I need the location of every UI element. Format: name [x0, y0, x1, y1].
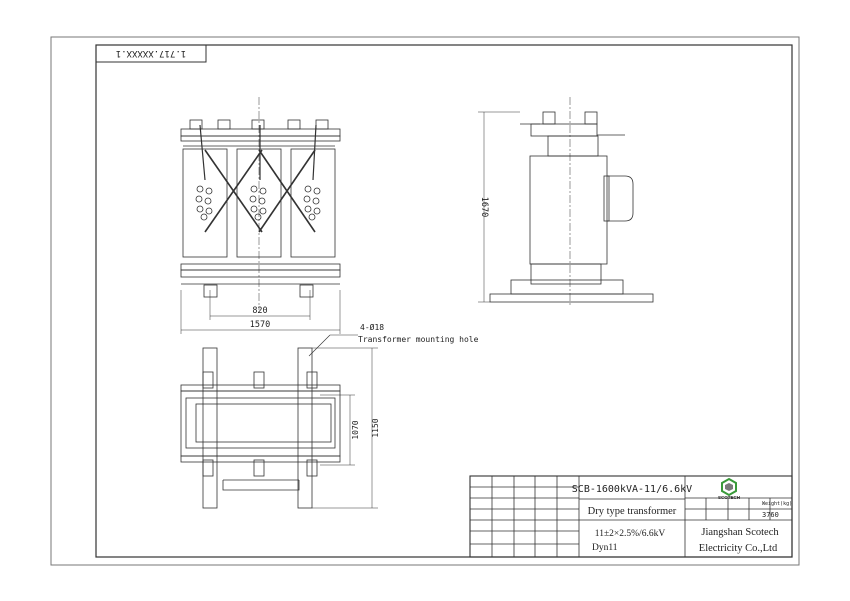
- dim-1670: 1670: [479, 197, 489, 217]
- terminal-circle: [313, 187, 321, 195]
- hole-label: Transformer mounting hole: [358, 335, 479, 344]
- front-terminal-circles: [195, 185, 321, 221]
- top-view-bushings: [202, 371, 318, 477]
- terminal-circle: [258, 197, 266, 205]
- terminal-circle: [195, 195, 203, 203]
- dim-1150: 1150: [371, 418, 380, 437]
- bushing: [202, 459, 214, 477]
- terminal-circle: [303, 195, 311, 203]
- logo-text: SCOTECH: [718, 495, 740, 500]
- company-name-line1: Jiangshan Scotech: [701, 527, 779, 538]
- product-name-text: Dry type transformer: [588, 506, 677, 517]
- dim-1070: 1070: [351, 420, 360, 439]
- front-view: [180, 97, 341, 334]
- terminal-circle: [259, 187, 267, 195]
- top-view: [180, 334, 378, 509]
- bushing: [306, 371, 318, 389]
- terminal-circle: [249, 195, 257, 203]
- model-text: SCB-1600kVA-11/6.6kV: [572, 484, 692, 495]
- weight-label: Weight(kg): [762, 501, 792, 507]
- terminal-circle: [304, 205, 312, 213]
- terminal-circle: [196, 185, 204, 193]
- dim-1570: 1570: [250, 320, 270, 330]
- terminal-circle: [205, 207, 213, 215]
- bushing: [253, 371, 265, 389]
- terminal-circle: [312, 197, 320, 205]
- bushing: [253, 459, 265, 477]
- terminal-circle: [250, 185, 258, 193]
- weight-value: 3760: [762, 511, 779, 519]
- outer-border: [50, 36, 800, 566]
- terminal-circle: [204, 197, 212, 205]
- code-box: 1.717.XXXXX.1: [95, 44, 207, 63]
- terminal-circle: [200, 213, 208, 221]
- terminal-circle: [196, 205, 204, 213]
- terminal-circle: [259, 207, 267, 215]
- bushing: [202, 371, 214, 389]
- vector-group-text: Dyn11: [592, 543, 618, 553]
- ratio-text: 11±2×2.5%/6.6kV: [595, 529, 666, 539]
- dim-820: 820: [252, 306, 267, 316]
- drawing-code: 1.717.XXXXX.1: [116, 48, 186, 58]
- terminal-circle: [313, 207, 321, 215]
- inner-border: [95, 44, 793, 558]
- title-block: [469, 475, 793, 558]
- terminal-circle: [304, 185, 312, 193]
- terminal-circle: [250, 205, 258, 213]
- side-view: [478, 97, 654, 305]
- company-name-line2: Electricity Co.,Ltd: [699, 543, 778, 554]
- bushing: [306, 459, 318, 477]
- terminal-circle: [308, 213, 316, 221]
- terminal-circle: [205, 187, 213, 195]
- company-logo: SCOTECH: [718, 477, 740, 500]
- hole-spec: 4-Ø18: [360, 322, 384, 332]
- terminal-circle: [254, 213, 262, 221]
